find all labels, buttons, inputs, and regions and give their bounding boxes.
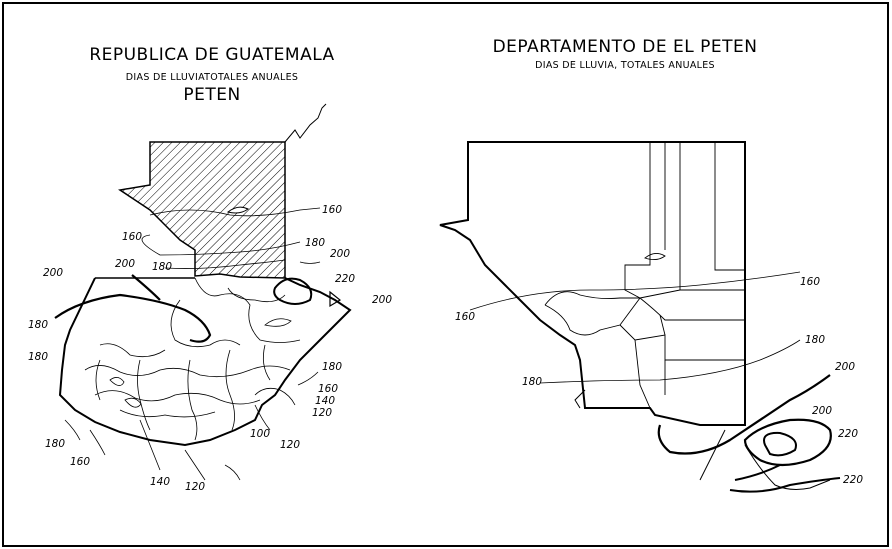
left-label: 200 — [115, 258, 135, 270]
left-label: 180 — [322, 361, 342, 373]
left-title-line1: REPUBLICA DE GUATEMALA — [89, 45, 334, 65]
left-label: 220 — [335, 273, 355, 285]
left-label: 120 — [185, 481, 205, 493]
left-coast-line — [284, 103, 327, 143]
left-label: 160 — [318, 383, 338, 395]
right-title-line2: DIAS DE LLUVIA, TOTALES ANUALES — [535, 60, 715, 71]
right-label: 160 — [455, 311, 475, 323]
left-isoline-labels: 160 160 180 180 200 200 200 220 200 180 … — [28, 204, 392, 493]
right-label: 200 — [812, 405, 832, 417]
right-label: 160 — [800, 276, 820, 288]
right-isoline-labels: 160 160 180 180 200 200 220 220 — [455, 276, 863, 486]
right-south-line — [699, 429, 726, 481]
department-boundaries — [84, 277, 301, 441]
peten-outline — [439, 141, 746, 426]
left-label: 140 — [150, 476, 170, 488]
left-label: 180 — [28, 351, 48, 363]
left-label: 120 — [312, 407, 332, 419]
left-label: 140 — [315, 395, 335, 407]
guatemala-outline — [58, 277, 352, 447]
right-isolines — [469, 271, 841, 493]
peten-lake — [226, 206, 249, 214]
right-label: 200 — [835, 361, 855, 373]
right-label: 180 — [522, 376, 542, 388]
left-label: 120 — [280, 439, 300, 451]
right-title-line1: DEPARTAMENTO DE EL PETEN — [493, 37, 758, 57]
left-label: 180 — [152, 261, 172, 273]
left-label: 160 — [322, 204, 342, 216]
right-map: DEPARTAMENTO DE EL PETEN DIAS DE LLUVIA,… — [439, 37, 863, 493]
left-label: 180 — [305, 237, 325, 249]
left-isolines — [54, 207, 342, 481]
left-label: 180 — [28, 319, 48, 331]
left-title-line3: PETEN — [183, 85, 240, 105]
left-label: 100 — [250, 428, 270, 440]
left-map: REPUBLICA DE GUATEMALA DIAS DE LLUVIATOT… — [28, 45, 392, 493]
left-label: 160 — [122, 231, 142, 243]
right-label: 180 — [805, 334, 825, 346]
left-label: 160 — [70, 456, 90, 468]
peten-hatched-region — [118, 141, 286, 279]
municipal-boundaries — [544, 142, 745, 409]
left-label: 200 — [372, 294, 392, 306]
right-label: 220 — [838, 428, 858, 440]
right-label: 220 — [843, 474, 863, 486]
right-coast-line — [574, 389, 586, 409]
right-coast-south — [744, 444, 831, 490]
left-label: 200 — [43, 267, 63, 279]
left-title-line2: DIAS DE LLUVIATOTALES ANUALES — [126, 72, 298, 83]
left-label: 200 — [330, 248, 350, 260]
left-label: 180 — [45, 438, 65, 450]
